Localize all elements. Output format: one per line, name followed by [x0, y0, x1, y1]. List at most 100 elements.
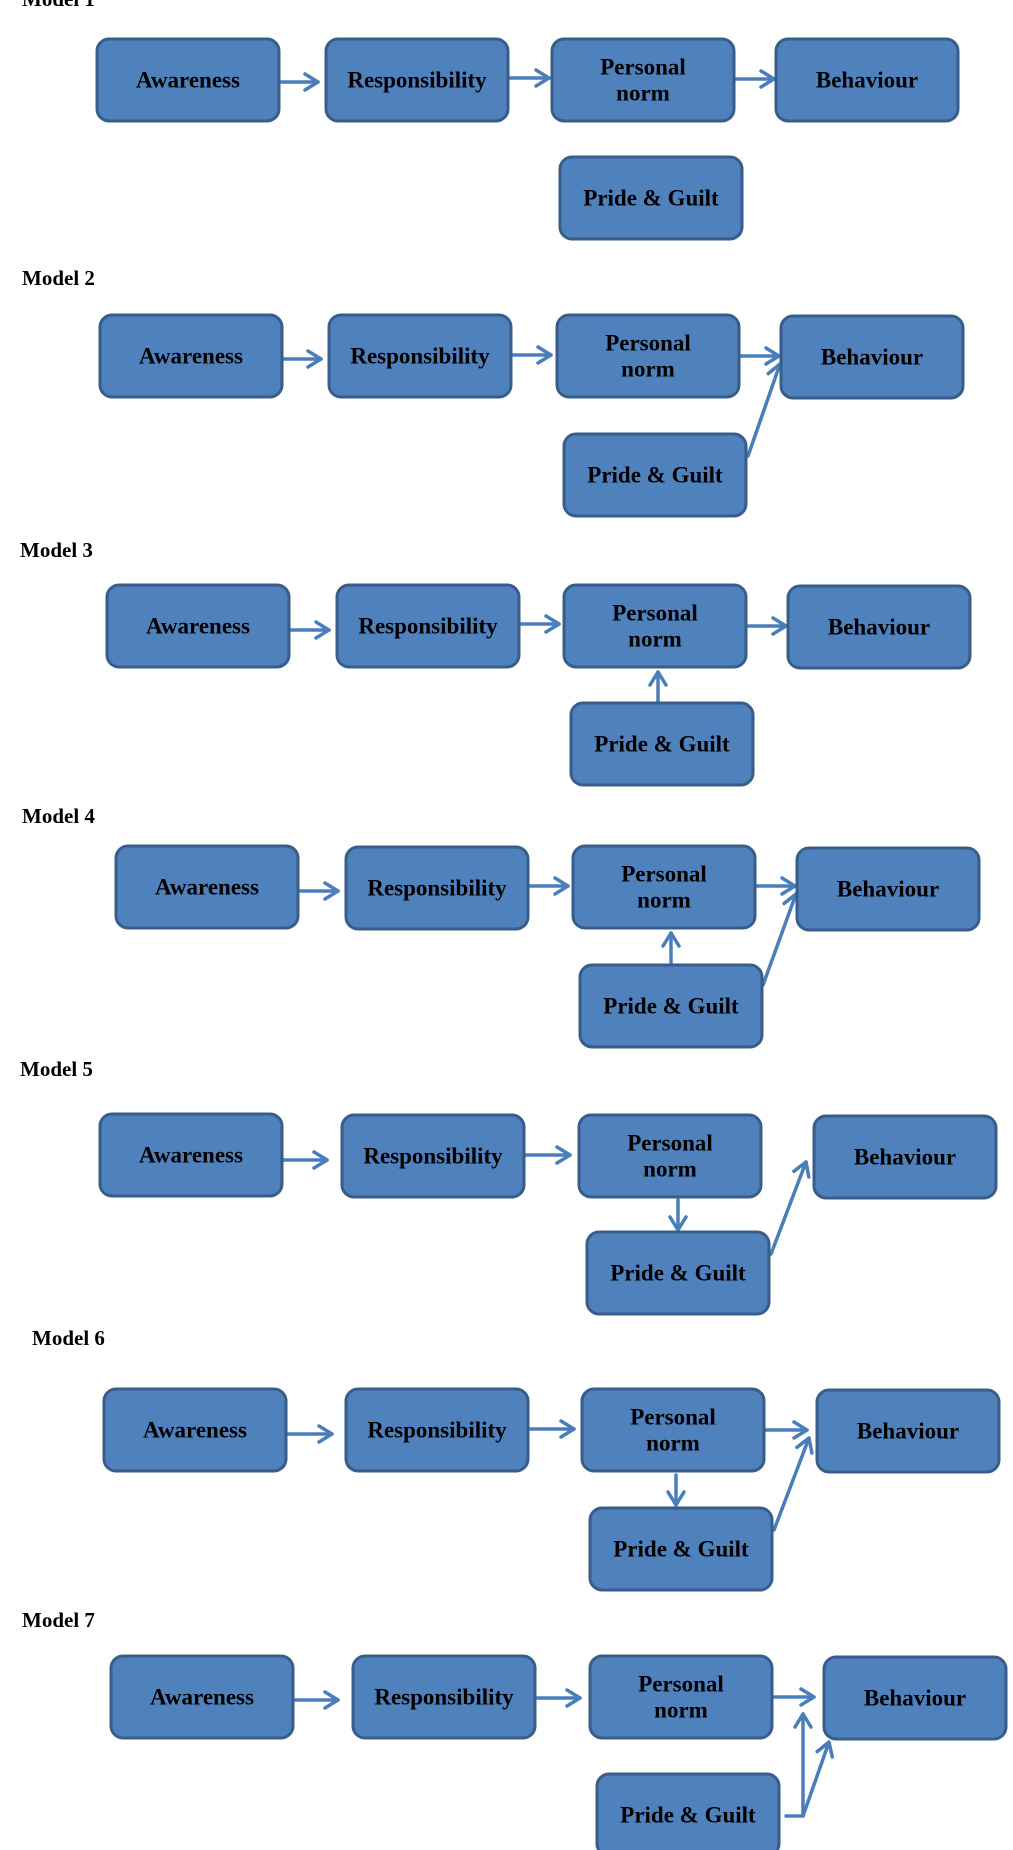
model-7-arrow-personal-norm-to-behaviour: [772, 1687, 816, 1707]
model-2-arrow-responsibility-to-personal-norm: [510, 345, 553, 365]
node-label: Responsibility: [358, 614, 498, 639]
model-1-arrow-personal-norm-to-behaviour: [733, 69, 776, 89]
model-4-responsibility-box: Responsibility: [344, 845, 530, 931]
node-label: norm: [628, 627, 682, 652]
model-4-arrow-pride-guilt-to-personal-norm: [661, 931, 681, 966]
model-4-awareness-box: Awareness: [114, 844, 300, 930]
node-label: Awareness: [146, 614, 250, 639]
node-label: Awareness: [150, 1685, 254, 1710]
model-6-title: Model 6: [32, 1326, 105, 1350]
node-label: Behaviour: [864, 1686, 966, 1711]
model-1-arrow-responsibility-to-personal-norm: [507, 68, 551, 88]
model-6-arrow-personal-norm-to-behaviour: [764, 1420, 809, 1440]
model-6-arrow-responsibility-to-personal-norm: [527, 1419, 576, 1439]
model-7-responsibility-box: Responsibility: [351, 1654, 537, 1740]
node-label: Awareness: [136, 68, 240, 93]
model-7-arrow-awareness-to-responsibility: [293, 1690, 340, 1710]
model-7-arrow-responsibility-to-personal-norm: [534, 1688, 582, 1708]
node-label: norm: [637, 888, 691, 913]
node-label: Behaviour: [828, 615, 930, 640]
model-5-arrow-responsibility-to-personal-norm: [523, 1145, 572, 1165]
model-1-behaviour-box: Behaviour: [774, 37, 960, 123]
model-3-arrow-personal-norm-to-behaviour: [745, 616, 788, 636]
node-label: Awareness: [139, 1143, 243, 1168]
model-4-arrow-awareness-to-responsibility: [297, 881, 340, 901]
model-4-arrow-pride-guilt-to-behaviour: [761, 892, 801, 987]
model-5-title: Model 5: [20, 1057, 93, 1081]
model-7-behaviour-box: Behaviour: [822, 1655, 1008, 1741]
model-6-pride-guilt-box: Pride & Guilt: [588, 1506, 774, 1592]
model-5-arrow-awareness-to-responsibility: [282, 1150, 329, 1170]
model-4-pride-guilt-box: Pride & Guilt: [578, 963, 764, 1049]
node-label: Behaviour: [854, 1145, 956, 1170]
model-6-behaviour-box: Behaviour: [815, 1388, 1001, 1474]
model-2-awareness-box: Awareness: [98, 313, 284, 399]
node-label: Personal: [600, 55, 686, 80]
model-4-title: Model 4: [22, 804, 95, 828]
node-label: Awareness: [143, 1418, 247, 1443]
model-7-awareness-box: Awareness: [109, 1654, 295, 1740]
model-3-arrow-responsibility-to-personal-norm: [518, 614, 561, 634]
model-3-awareness-box: Awareness: [105, 583, 291, 669]
model-6-awareness-box: Awareness: [102, 1387, 288, 1473]
model-1-title: Model 1: [22, 0, 95, 12]
node-label: Personal: [605, 331, 691, 356]
model-6-arrow-awareness-to-responsibility: [286, 1424, 334, 1444]
model-6-responsibility-box: Responsibility: [344, 1387, 530, 1473]
node-label: Behaviour: [821, 345, 923, 370]
node-label: Pride & Guilt: [620, 1803, 756, 1828]
node-label: Responsibility: [367, 1418, 507, 1443]
model-6-arrow-personal-norm-to-pride-guilt: [666, 1473, 686, 1507]
node-label: Responsibility: [374, 1685, 514, 1710]
model-1-pride-guilt-box: Pride & Guilt: [558, 155, 744, 241]
node-label: Pride & Guilt: [594, 732, 730, 757]
node-label: Responsibility: [347, 68, 487, 93]
model-7-arrow-pride-guilt-to-behaviour: [801, 1740, 834, 1818]
model-5-responsibility-box: Responsibility: [340, 1113, 526, 1199]
model-2-arrow-pride-guilt-to-behaviour: [746, 362, 786, 458]
node-label: Pride & Guilt: [613, 1537, 749, 1562]
model-5-arrow-personal-norm-to-pride-guilt: [668, 1198, 688, 1232]
model-3-pride-guilt-box: Pride & Guilt: [569, 701, 755, 787]
model-5-pride-guilt-box: Pride & Guilt: [585, 1230, 771, 1316]
model-3-arrow-awareness-to-responsibility: [288, 620, 331, 640]
node-label: norm: [646, 1431, 700, 1456]
node-label: Personal: [630, 1405, 716, 1430]
node-label: Awareness: [155, 875, 259, 900]
model-3-responsibility-box: Responsibility: [335, 583, 521, 669]
model-4-arrow-personal-norm-to-behaviour: [754, 876, 797, 896]
model-2-arrow-personal-norm-to-behaviour: [738, 346, 781, 366]
model-6-arrow-pride-guilt-to-behaviour: [772, 1436, 814, 1532]
node-label: Personal: [621, 862, 707, 887]
node-label: Pride & Guilt: [587, 463, 723, 488]
node-label: Personal: [638, 1672, 724, 1697]
model-2-pride-guilt-box: Pride & Guilt: [562, 432, 748, 518]
model-4-arrow-responsibility-to-personal-norm: [527, 876, 570, 896]
node-label: Personal: [627, 1131, 713, 1156]
model-4-behaviour-box: Behaviour: [795, 846, 981, 932]
node-label: Behaviour: [857, 1419, 959, 1444]
model-5-arrow-pride-guilt-to-behaviour: [769, 1160, 811, 1256]
node-label: norm: [654, 1698, 708, 1723]
node-label: Awareness: [139, 344, 243, 369]
model-7-pride-guilt-box: Pride & Guilt: [595, 1772, 781, 1850]
model-7-title: Model 7: [22, 1608, 95, 1632]
model-1-responsibility-box: Responsibility: [324, 37, 510, 123]
node-label: norm: [616, 81, 670, 106]
model-3-arrow-pride-guilt-to-personal-norm: [648, 670, 668, 705]
model-2-arrow-awareness-to-responsibility: [280, 349, 323, 369]
model-3-behaviour-box: Behaviour: [786, 584, 972, 670]
model-5-behaviour-box: Behaviour: [812, 1114, 998, 1200]
node-label: Pride & Guilt: [603, 994, 739, 1019]
model-2-behaviour-box: Behaviour: [779, 314, 965, 400]
model-1-awareness-box: Awareness: [95, 37, 281, 123]
model-5-awareness-box: Awareness: [98, 1112, 284, 1198]
